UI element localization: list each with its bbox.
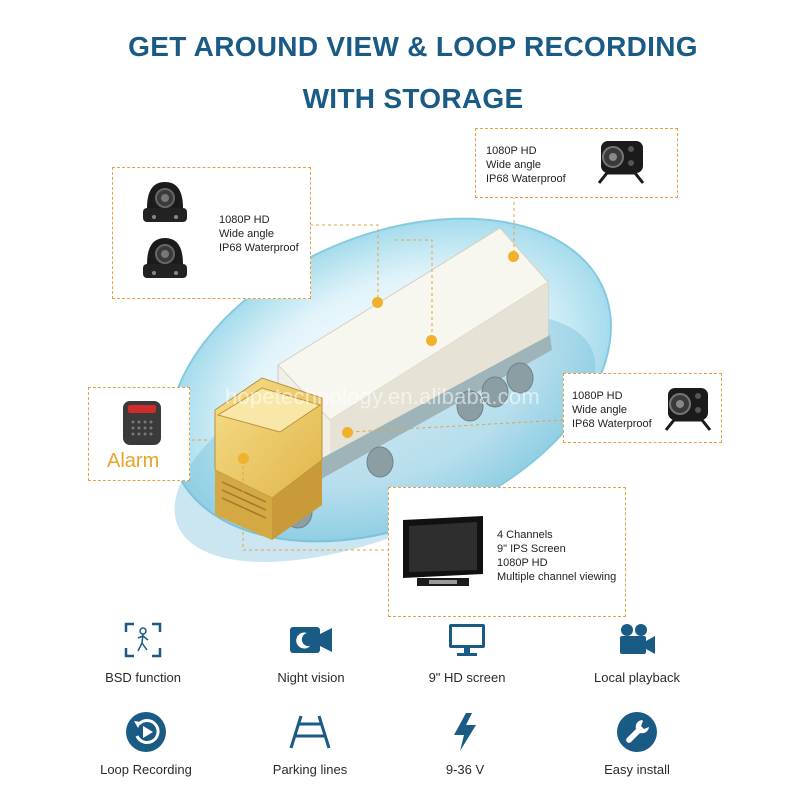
callout-dot-side-camera <box>342 427 353 438</box>
bsd-person-icon <box>124 622 162 658</box>
monitor-callout: 4 Channels 9" IPS Screen 1080P HD Multip… <box>388 487 626 617</box>
top-camera-spec: 1080P HD Wide angle IP68 Waterproof <box>486 144 566 186</box>
alarm-callout: Alarm <box>88 387 190 481</box>
feature-parking-lines: Parking lines <box>230 712 390 777</box>
rear-cameras-callout: 1080P HD Wide angle IP68 Waterproof <box>112 167 311 299</box>
video-camera-icon <box>620 624 655 654</box>
parking-lines-icon <box>289 715 331 749</box>
night-vision-camera-icon <box>290 627 332 653</box>
feature-bsd: BSD function <box>63 620 223 685</box>
spec-line: 1080P HD <box>497 557 548 569</box>
camera-icon <box>597 141 645 184</box>
feature-easy-install: Easy install <box>557 712 717 777</box>
feature-label: Loop Recording <box>100 762 192 777</box>
spec-line: IP68 Waterproof <box>219 242 299 254</box>
monitor-device-icon <box>403 516 483 586</box>
monitor-icon <box>449 624 485 656</box>
alarm-speaker-icon <box>123 401 161 445</box>
feature-label: BSD function <box>105 670 181 685</box>
feature-label: 9" HD screen <box>428 670 506 685</box>
spec-line: IP68 Waterproof <box>572 418 652 430</box>
side-camera-spec: 1080P HD Wide angle IP68 Waterproof <box>572 389 652 431</box>
page-title-line2: WITH STORAGE <box>302 83 524 114</box>
spec-line: 1080P HD <box>572 390 623 402</box>
page-title-line1: GET AROUND VIEW & LOOP RECORDING <box>128 31 698 62</box>
callout-dot-rear-cameras <box>372 297 383 308</box>
feature-hd-screen: 9" HD screen <box>387 620 547 685</box>
callout-dot-trailer <box>426 335 437 346</box>
rear-cameras-spec: 1080P HD Wide angle IP68 Waterproof <box>219 213 299 255</box>
loop-record-icon <box>126 712 166 752</box>
feature-label: Local playback <box>594 670 680 685</box>
lightning-icon <box>454 713 476 751</box>
spec-line: IP68 Waterproof <box>486 173 566 185</box>
callout-dot-top-camera <box>508 251 519 262</box>
spec-line: Multiple channel viewing <box>497 571 617 583</box>
monitor-spec: 4 Channels 9" IPS Screen 1080P HD Multip… <box>497 528 616 584</box>
spec-line: 1080P HD <box>219 214 270 226</box>
feature-loop-recording: Loop Recording <box>66 712 226 777</box>
feature-label: 9-36 V <box>445 762 485 777</box>
camera-icon <box>664 388 712 431</box>
camera-icon <box>143 238 187 278</box>
top-camera-callout: 1080P HD Wide angle IP68 Waterproof <box>475 128 678 198</box>
camera-icon <box>143 182 187 222</box>
wrench-icon <box>617 712 657 752</box>
alarm-label: Alarm <box>107 450 160 472</box>
spec-line: Wide angle <box>219 228 275 240</box>
feature-night-vision: Night vision <box>231 620 391 685</box>
spec-line: 4 Channels <box>497 529 553 541</box>
feature-voltage: 9-36 V <box>385 712 545 777</box>
feature-local-playback: Local playback <box>557 620 717 685</box>
watermark-text: hopetechnology.en.alibaba.com <box>225 384 540 409</box>
spec-line: 9" IPS Screen <box>497 543 566 555</box>
feature-label: Easy install <box>604 762 670 777</box>
spec-line: Wide angle <box>486 159 542 171</box>
side-camera-callout: 1080P HD Wide angle IP68 Waterproof <box>563 373 722 443</box>
feature-label: Parking lines <box>272 762 348 777</box>
feature-label: Night vision <box>277 670 345 685</box>
spec-line: Wide angle <box>572 404 628 416</box>
spec-line: 1080P HD <box>486 145 537 157</box>
callout-dot-cab <box>238 453 249 464</box>
